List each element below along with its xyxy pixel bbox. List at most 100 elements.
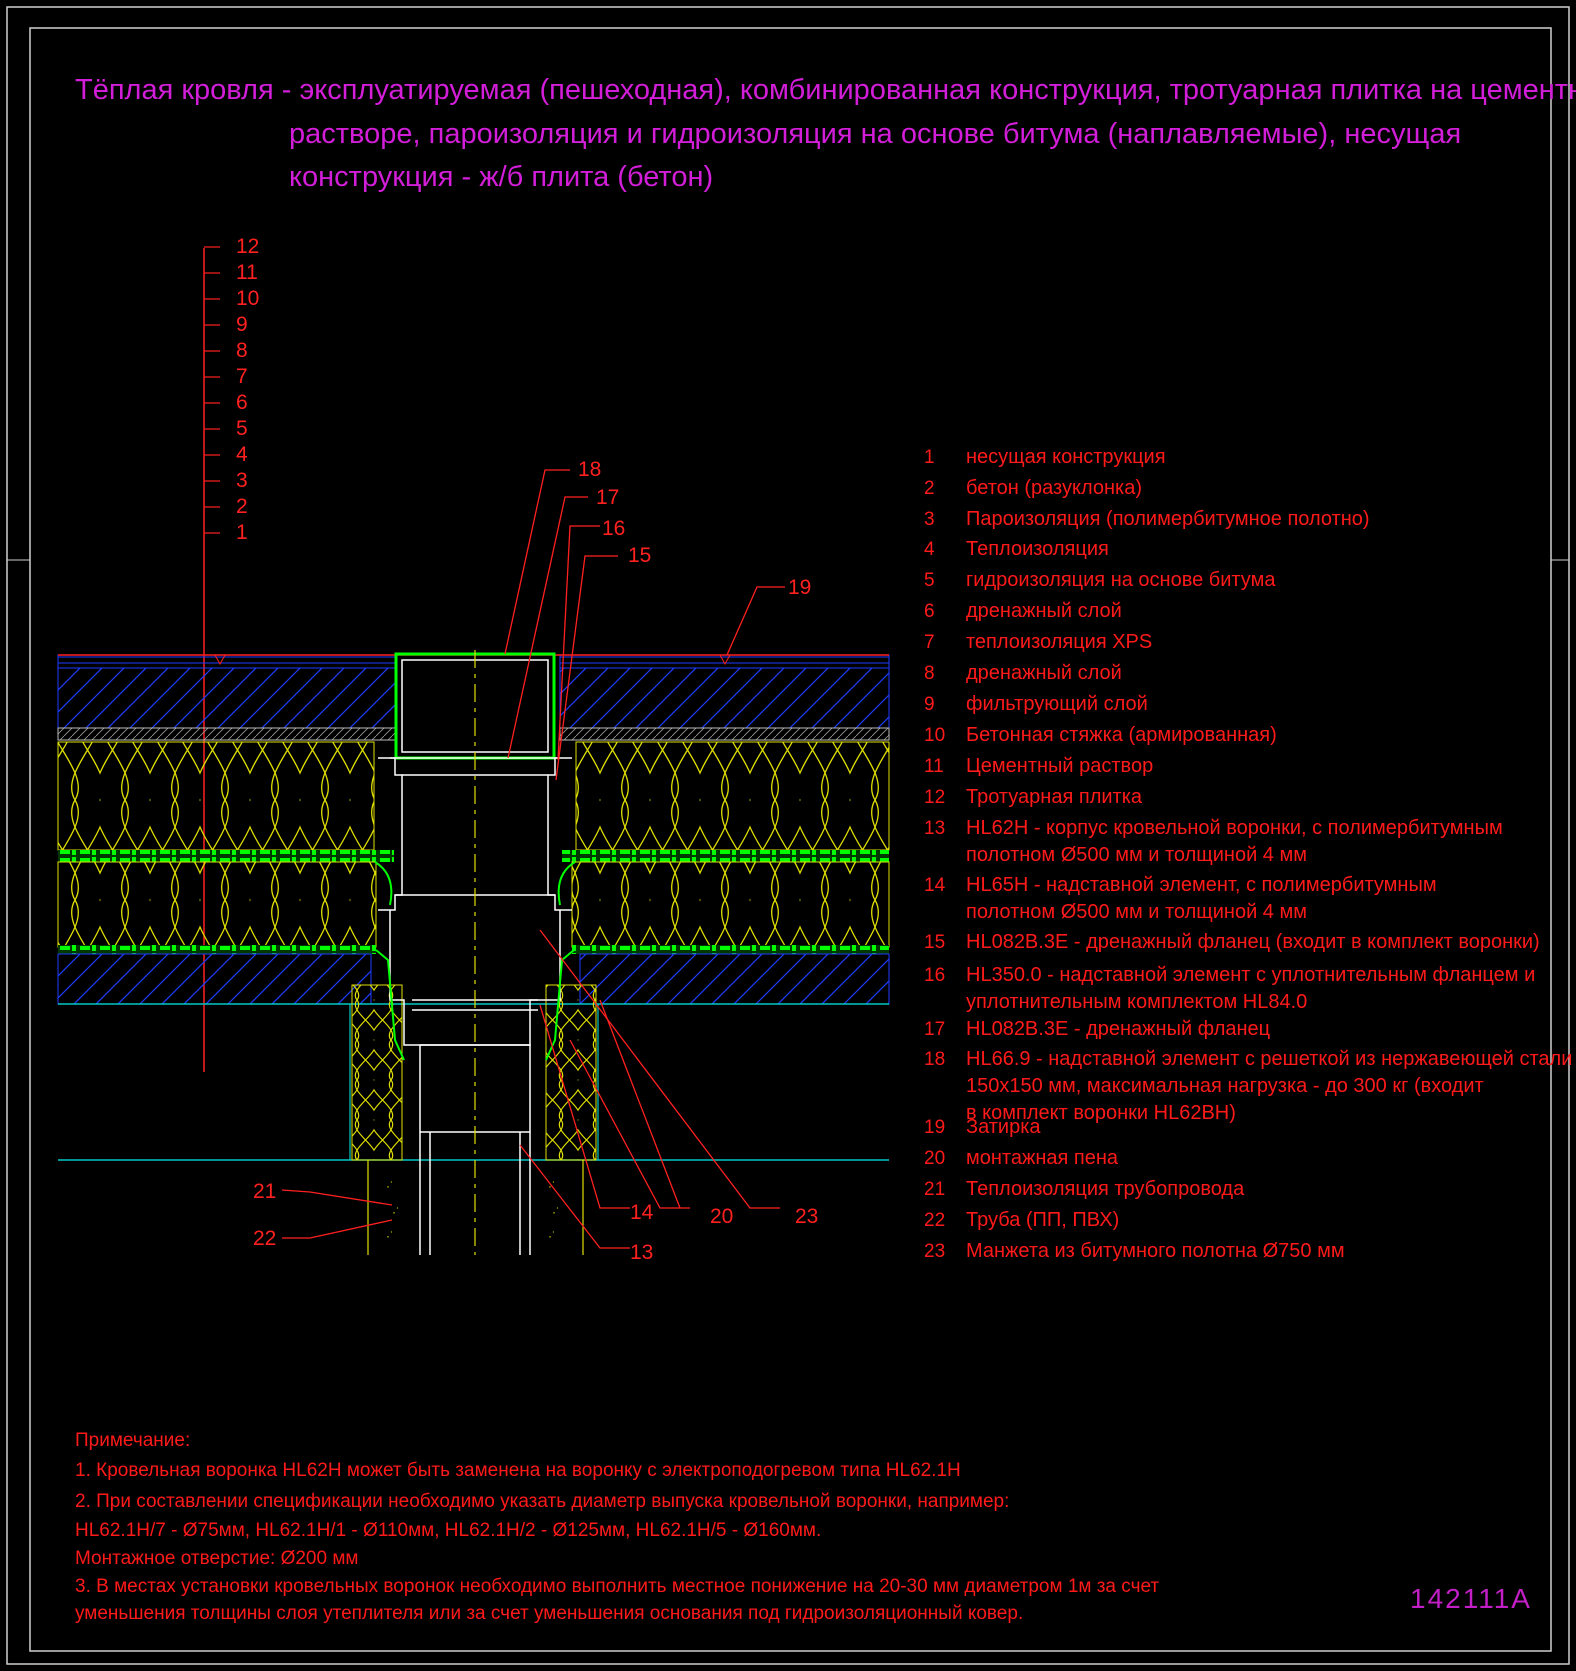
legend-number: 9 bbox=[924, 694, 935, 715]
legend-number: 19 bbox=[924, 1117, 945, 1138]
notes-heading: Примечание: bbox=[75, 1430, 190, 1451]
legend-number: 10 bbox=[924, 725, 945, 746]
thermal-insulation-right bbox=[571, 861, 890, 948]
legend-text: уплотнительным комплектом HL84.0 bbox=[966, 991, 1307, 1013]
legend-number: 6 bbox=[924, 601, 935, 622]
layer-scale-label: 8 bbox=[236, 339, 248, 362]
concrete-slope-left bbox=[57, 953, 372, 1005]
layer-scale-label: 1 bbox=[236, 521, 248, 544]
title-line-1: Тёплая кровля - эксплуатируемая (пешеход… bbox=[75, 74, 1576, 106]
inner-frame bbox=[29, 27, 1552, 1652]
layer-scale-label: 5 bbox=[236, 417, 248, 440]
legend-text: HL65H - надставной элемент, с полимербит… bbox=[966, 874, 1437, 896]
vapour-barrier-right bbox=[572, 945, 889, 954]
legend-number: 4 bbox=[924, 539, 935, 560]
callout-17: 17 bbox=[596, 486, 619, 509]
legend-number: 15 bbox=[924, 932, 945, 953]
mounting-foam-left bbox=[351, 984, 403, 1161]
legend-text: Теплоизоляция трубопровода bbox=[966, 1178, 1245, 1200]
legend-text: несущая конструкция bbox=[966, 446, 1166, 468]
title-line-3: конструкция - ж/б плита (бетон) bbox=[289, 161, 713, 193]
note-line: уменьшения толщины слоя утеплителя или з… bbox=[75, 1603, 1023, 1624]
outer-frame bbox=[6, 6, 1570, 1665]
legend-number: 18 bbox=[924, 1049, 945, 1070]
legend-number: 20 bbox=[924, 1148, 945, 1169]
legend-text: HL082B.3E - дренажный фланец (входит в к… bbox=[966, 931, 1540, 953]
legend-text: HL62H - корпус кровельной воронки, с пол… bbox=[966, 817, 1503, 839]
note-line: 3. В местах установки кровельных воронок… bbox=[75, 1576, 1159, 1597]
svg-text:·˙: ·˙ bbox=[548, 1229, 556, 1243]
legend-number: 11 bbox=[924, 756, 944, 777]
note-line: HL62.1H/7 - Ø75мм, HL62.1H/1 - Ø110мм, H… bbox=[75, 1520, 821, 1541]
layer-scale-label: 6 bbox=[236, 391, 248, 414]
legend-text: HL082B.3E - дренажный фланец bbox=[966, 1018, 1270, 1040]
legend-text: теплоизоляция XPS bbox=[966, 631, 1152, 653]
title-line-2: растворе, пароизоляция и гидроизоляция н… bbox=[289, 118, 1461, 150]
svg-text:·˙: ·˙ bbox=[392, 1205, 400, 1219]
svg-text:·˙: ·˙ bbox=[386, 1179, 394, 1193]
callout-14: 14 bbox=[630, 1201, 654, 1224]
layer-scale-label: 7 bbox=[236, 365, 248, 388]
callout-13: 13 bbox=[630, 1241, 653, 1264]
leaders bbox=[281, 469, 785, 1249]
legend-text: полотном Ø500 мм и толщиной 4 мм bbox=[966, 844, 1307, 866]
legend-number: 17 bbox=[924, 1019, 945, 1040]
legend-number: 16 bbox=[924, 965, 945, 986]
notes: Примечание:1. Кровельная воронка HL62H м… bbox=[75, 1430, 1159, 1624]
legend-text: Теплоизоляция bbox=[966, 538, 1109, 560]
layer-scale-label: 2 bbox=[236, 495, 248, 518]
layer-scale-label: 10 bbox=[236, 287, 259, 310]
xps-insulation-right bbox=[575, 741, 890, 851]
legend-number: 23 bbox=[924, 1241, 945, 1262]
callout-16: 16 bbox=[602, 517, 625, 540]
legend-text: полотном Ø500 мм и толщиной 4 мм bbox=[966, 901, 1307, 923]
paving-tile-layer-left bbox=[57, 654, 396, 669]
callout-23: 23 bbox=[795, 1205, 818, 1228]
legend-number: 5 bbox=[924, 570, 935, 591]
legend-number: 2 bbox=[924, 478, 935, 499]
callout-20: 20 bbox=[710, 1205, 733, 1228]
svg-text:·˙: ·˙ bbox=[386, 1229, 394, 1243]
screed-layer-right bbox=[559, 667, 890, 729]
legend-text: Тротуарная плитка bbox=[966, 786, 1143, 808]
legend-text: Бетонная стяжка (армированная) bbox=[966, 724, 1277, 746]
legend-number: 8 bbox=[924, 663, 935, 684]
layer-scale-label: 4 bbox=[236, 443, 248, 466]
note-line: Монтажное отверстие: Ø200 мм bbox=[75, 1548, 358, 1569]
callout-19: 19 bbox=[788, 576, 811, 599]
roof-funnel bbox=[374, 652, 576, 1255]
drainage-layer-left bbox=[58, 850, 394, 862]
callout-18: 18 bbox=[578, 458, 601, 481]
concrete-slope-right bbox=[579, 953, 890, 1005]
layer-scale-label: 11 bbox=[236, 261, 258, 284]
legend-text: в комплект воронки HL62BH) bbox=[966, 1102, 1236, 1124]
legend-text: дренажный слой bbox=[966, 600, 1122, 622]
legend-text: HL350.0 - надставной элемент с уплотните… bbox=[966, 964, 1535, 986]
callout-22: 22 bbox=[253, 1227, 276, 1250]
legend-text: HL66.9 - надставной элемент с решеткой и… bbox=[966, 1048, 1572, 1070]
roof-section: ·˙·˙·˙ ·˙·˙·˙ bbox=[57, 650, 890, 1255]
screed-layer-left bbox=[57, 667, 396, 729]
svg-text:·˙: ·˙ bbox=[552, 1205, 560, 1219]
drainage-layer-right bbox=[562, 850, 889, 862]
note-line: 2. При составлении спецификации необходи… bbox=[75, 1491, 1009, 1512]
legend-text: Труба (ПП, ПВХ) bbox=[966, 1209, 1119, 1231]
legend-text: Пароизоляция (полимербитумное полотно) bbox=[966, 508, 1370, 530]
callout-21: 21 bbox=[253, 1180, 276, 1203]
legend-text: 150x150 мм, максимальная нагрузка - до 3… bbox=[966, 1075, 1484, 1097]
legend-number: 12 bbox=[924, 787, 945, 808]
legend-text: монтажная пена bbox=[966, 1147, 1119, 1169]
filter-layer-right bbox=[559, 727, 890, 741]
legend-number: 13 bbox=[924, 818, 945, 839]
mounting-foam-right bbox=[545, 984, 597, 1161]
drawing-code: 142111A bbox=[1410, 1583, 1532, 1614]
legend-number: 1 bbox=[924, 447, 935, 468]
legend-text: фильтрующий слой bbox=[966, 693, 1148, 715]
thermal-insulation-left bbox=[57, 861, 377, 948]
legend-text: Цементный раствор bbox=[966, 755, 1153, 777]
layer-scale-label: 9 bbox=[236, 313, 248, 336]
vapour-barrier-left bbox=[58, 945, 376, 954]
legend-number: 7 bbox=[924, 632, 935, 653]
